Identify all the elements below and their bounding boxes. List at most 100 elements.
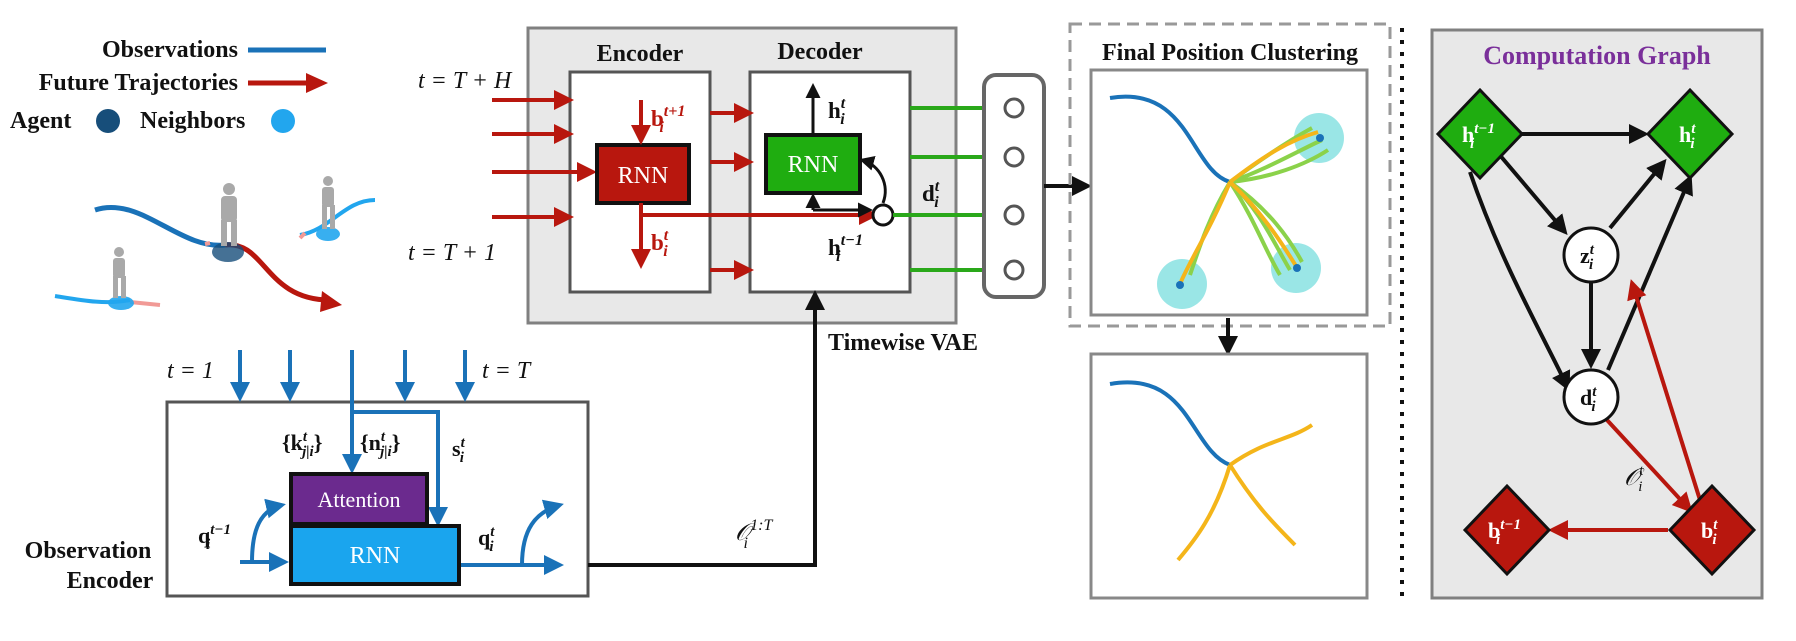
neighbor-2-path (299, 198, 376, 237)
legend-agent-dot (96, 109, 120, 133)
cluster-center-3 (1293, 264, 1301, 272)
node-z-shape (1562, 226, 1620, 284)
sample-slot-3 (1003, 204, 1025, 226)
legend-future-arrowhead (306, 73, 328, 93)
node-d-shape (1562, 368, 1620, 426)
sample-slot-1 (1003, 97, 1025, 119)
clustering-title: Final Position Clustering (1102, 40, 1358, 66)
result-trajectory-2 (1176, 464, 1232, 562)
computation-graph-title: Computation Graph (1483, 41, 1711, 70)
legend-agent-label: Agent (10, 108, 71, 134)
q-out-curve-arrow (520, 499, 564, 566)
node-h-prev-shape (1435, 87, 1525, 181)
edge-d-bcur (1605, 418, 1693, 513)
observation-encoder-caption-2: Encoder (67, 568, 154, 594)
decoder-rnn-label: RNN (788, 152, 839, 178)
legend: Observations Future Trajectories Agent N… (10, 37, 328, 134)
node-b-cur-shape (1667, 483, 1757, 577)
legend-neighbors-label: Neighbors (140, 108, 245, 134)
timewise-vae-caption: Timewise VAE (828, 330, 978, 356)
green-sample-6 (1228, 180, 1282, 277)
node-b-prev-shape (1462, 483, 1552, 577)
yellow-sample-1 (1228, 130, 1319, 184)
cluster-center-1 (1316, 134, 1324, 142)
timewise-vae: Encoder Decoder t = T + H t = T + 1 RNN … (408, 26, 1010, 356)
clustering-yellow-samples (1178, 130, 1319, 285)
agent-observed-path (94, 205, 226, 248)
green-sample-2 (1229, 138, 1323, 184)
edge-z-hcur (1608, 158, 1667, 230)
node-h-cur-shape (1645, 87, 1735, 181)
yellow-sample-3 (1228, 180, 1298, 268)
future-input-arrows (492, 90, 597, 227)
result-trajectory-3 (1228, 463, 1297, 547)
edge-bcur-z (1627, 279, 1702, 501)
legend-observations-label: Observations (102, 37, 238, 63)
neighbor-2-future (298, 231, 307, 240)
encoder-to-decoder-arrows (641, 103, 879, 280)
clustering-result-panel (1089, 352, 1369, 600)
observation-encoder-caption-1: Observation (25, 538, 152, 564)
result-trajectories (1176, 423, 1314, 562)
decoder-feedback-arrow (859, 155, 887, 204)
t-last-label: t = T (482, 358, 532, 384)
legend-neighbor-dot (271, 109, 295, 133)
pedestrian-neighbor-1-figure (113, 247, 126, 298)
attention-block (289, 472, 429, 526)
clustering-observed-path (1109, 94, 1231, 184)
q-in-curve-arrow (250, 498, 286, 563)
pedestrian-neighbor-2-figure (322, 176, 335, 229)
neighbor-1-future (129, 300, 161, 307)
agent-future-hint (204, 241, 211, 246)
decoder-sample-node (871, 203, 895, 227)
result-observed-path (1109, 380, 1231, 467)
encoder-title: Encoder (597, 41, 684, 67)
scene-illustration (54, 176, 376, 312)
observation-rnn-label: RNN (350, 543, 401, 569)
edge-hprev-d (1468, 171, 1571, 392)
agent-marker (212, 242, 244, 262)
agent-future-arrowhead (320, 291, 342, 312)
pedestrian-figures (113, 176, 335, 298)
edge-hprev-z (1496, 151, 1568, 236)
t-first-label: t = 1 (167, 358, 214, 384)
sample-slot-2 (1003, 146, 1025, 168)
pedestrian-agent-figure (221, 183, 237, 246)
decoder-title: Decoder (777, 39, 863, 65)
graph-edges (1468, 124, 1693, 392)
sample-slot-4 (1003, 259, 1025, 281)
sample-collector (982, 73, 1092, 299)
attention-label: Attention (317, 487, 400, 512)
cluster-center-2 (1176, 281, 1184, 289)
t-top-label: t = T + H (418, 68, 513, 94)
t-bottom-label: t = T + 1 (408, 240, 496, 266)
graph-red-edges (1548, 279, 1702, 540)
neighbor-1-marker (108, 296, 134, 310)
legend-future-label: Future Trajectories (39, 70, 238, 96)
observation-rnn-block (289, 524, 461, 586)
